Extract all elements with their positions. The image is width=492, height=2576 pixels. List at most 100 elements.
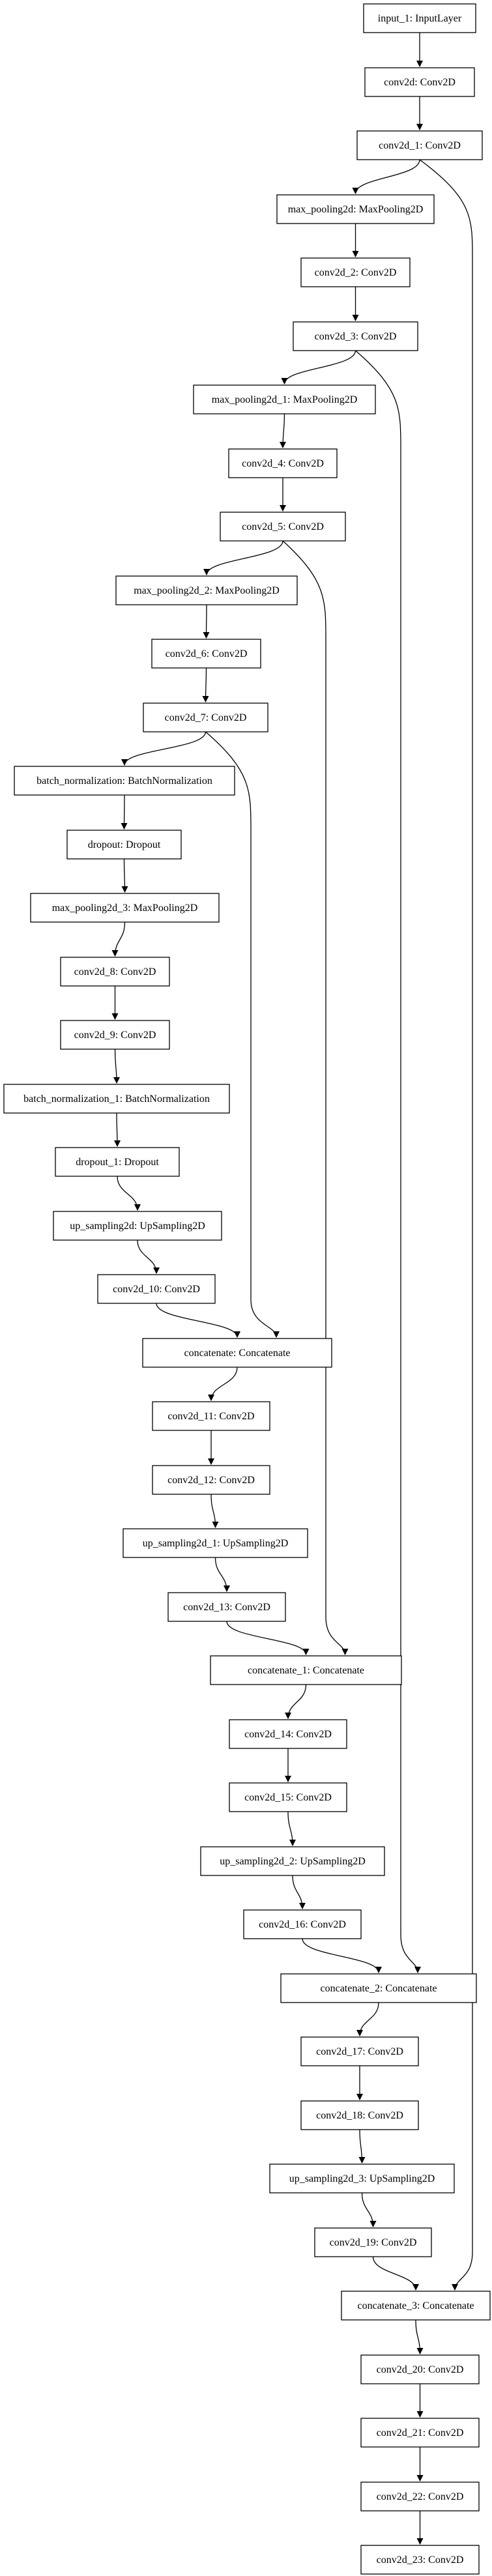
layer-box <box>14 766 235 796</box>
layer-box <box>152 1401 270 1431</box>
layer-box <box>229 1782 347 1812</box>
layer-box <box>269 2164 455 2193</box>
edge-n36-to-n37 <box>415 2319 424 2354</box>
layer-box <box>30 893 220 923</box>
layer-box <box>55 1147 180 1177</box>
layer-box <box>151 639 261 669</box>
layer-label: conv2d_4: Conv2D <box>242 458 324 469</box>
layer-label: conv2d_8: Conv2D <box>74 966 156 977</box>
layer-node: conv2d: Conv2D <box>364 67 475 97</box>
layer-box <box>364 67 475 97</box>
layer-label: conv2d_12: Conv2D <box>167 1475 255 1486</box>
layer-box <box>341 2291 491 2321</box>
edge-n33-to-n34 <box>358 2129 366 2164</box>
layer-label: conv2d_13: Conv2D <box>183 1602 270 1613</box>
layer-box <box>220 512 346 542</box>
layer-box <box>314 2227 432 2257</box>
layer-box <box>142 1338 332 1368</box>
edge-n6-to-n7 <box>280 413 287 448</box>
layer-box <box>360 2418 480 2448</box>
layer-node: dropout: Dropout <box>66 830 182 860</box>
layer-label: concatenate_1: Concatenate <box>248 1665 364 1676</box>
layer-node: max_pooling2d: MaxPooling2D <box>276 194 435 224</box>
edge-n29-to-n30 <box>292 1875 306 1909</box>
edge-n13-to-n14 <box>121 858 128 893</box>
layer-label: max_pooling2d_1: MaxPooling2D <box>212 394 358 405</box>
layer-node: conv2d_7: Conv2D <box>143 702 268 732</box>
layer-label: conv2d_16: Conv2D <box>259 1919 346 1930</box>
edge-n20-to-n21 <box>156 1303 240 1338</box>
layer-label: conv2d_21: Conv2D <box>377 2427 464 2439</box>
layer-box <box>123 1528 308 1558</box>
node-layer: input_1: InputLayer conv2d: Conv2D conv2d_… <box>3 3 491 2575</box>
layer-node: conv2d_21: Conv2D <box>360 2418 480 2448</box>
layer-node: conv2d_22: Conv2D <box>360 2482 480 2511</box>
edge-n8-to-n9 <box>203 540 283 575</box>
layer-label: concatenate: Concatenate <box>184 1348 290 1359</box>
edge-n16-to-n17 <box>113 1049 120 1084</box>
layer-box <box>3 1084 230 1114</box>
layer-box <box>300 257 411 287</box>
layer-label: max_pooling2d_2: MaxPooling2D <box>134 585 280 596</box>
layer-node: batch_normalization_1: BatchNormalizatio… <box>3 1084 230 1114</box>
layer-box <box>53 1211 222 1241</box>
layer-label: conv2d_2: Conv2D <box>315 267 397 278</box>
edge-n34-to-n35 <box>361 2192 377 2227</box>
layer-box <box>152 1465 270 1495</box>
layer-label: conv2d_18: Conv2D <box>316 2110 403 2121</box>
layer-node: concatenate_1: Concatenate <box>210 1655 402 1685</box>
edge-n12-to-n13 <box>121 794 128 830</box>
layer-label: conv2d_15: Conv2D <box>244 1792 332 1803</box>
layer-box <box>293 321 418 351</box>
layer-node: conv2d_4: Conv2D <box>228 448 338 478</box>
layer-box <box>360 2354 480 2384</box>
layer-node: up_sampling2d_1: UpSampling2D <box>123 1528 308 1558</box>
layer-box <box>280 1973 477 2003</box>
layer-node: concatenate_3: Concatenate <box>341 2291 491 2321</box>
layer-label: conv2d_10: Conv2D <box>113 1284 200 1295</box>
edge-n11-to-n21 <box>205 731 280 1338</box>
layer-label: up_sampling2d_1: UpSampling2D <box>143 1538 289 1549</box>
layer-box <box>97 1274 216 1304</box>
edge-n30-to-n31 <box>302 1938 382 1973</box>
layer-node: conv2d_15: Conv2D <box>229 1782 347 1812</box>
layer-node: input_1: InputLayer <box>363 3 476 33</box>
layer-node: conv2d_20: Conv2D <box>360 2354 480 2384</box>
edge-n5-to-n31 <box>355 350 421 1973</box>
layer-node: up_sampling2d_3: UpSampling2D <box>269 2164 455 2193</box>
edge-n11-to-n12 <box>121 731 207 766</box>
layer-box <box>200 1846 385 1876</box>
layer-label: up_sampling2d_2: UpSampling2D <box>220 1856 366 1867</box>
layer-box <box>167 1592 286 1622</box>
layer-label: input_1: InputLayer <box>378 13 462 24</box>
layer-label: conv2d_17: Conv2D <box>316 2046 403 2057</box>
layer-box <box>360 2545 480 2575</box>
layer-node: conv2d_8: Conv2D <box>60 957 170 987</box>
layer-node: concatenate_2: Concatenate <box>280 1973 477 2003</box>
layer-node: up_sampling2d_2: UpSampling2D <box>200 1846 385 1876</box>
edge-layer <box>111 33 473 2545</box>
edge-n25-to-n26 <box>226 1621 310 1655</box>
layer-node: batch_normalization: BatchNormalization <box>14 766 235 796</box>
edge-n14-to-n15 <box>111 921 126 957</box>
layer-label: conv2d_11: Conv2D <box>167 1411 254 1422</box>
edge-n24-to-n25 <box>214 1557 230 1592</box>
layer-label: conv2d_19: Conv2D <box>330 2237 417 2248</box>
layer-label: conv2d_5: Conv2D <box>242 521 324 532</box>
layer-node: concatenate: Concatenate <box>142 1338 332 1368</box>
layer-node: conv2d_11: Conv2D <box>152 1401 270 1431</box>
layer-label: conv2d_9: Conv2D <box>74 1030 156 1041</box>
layer-box <box>228 448 338 478</box>
edge-n2-to-n3 <box>352 159 420 194</box>
edge-n10-to-n11 <box>202 667 209 702</box>
layer-node: conv2d_3: Conv2D <box>293 321 418 351</box>
layer-box <box>363 3 476 33</box>
layer-box <box>243 1909 362 1939</box>
layer-node: conv2d_23: Conv2D <box>360 2545 480 2575</box>
layer-label: conv2d_3: Conv2D <box>315 331 397 342</box>
layer-box <box>66 830 182 860</box>
layer-label: conv2d_6: Conv2D <box>166 648 248 659</box>
layer-node: max_pooling2d_3: MaxPooling2D <box>30 893 220 923</box>
layer-label: dropout: Dropout <box>88 839 161 850</box>
